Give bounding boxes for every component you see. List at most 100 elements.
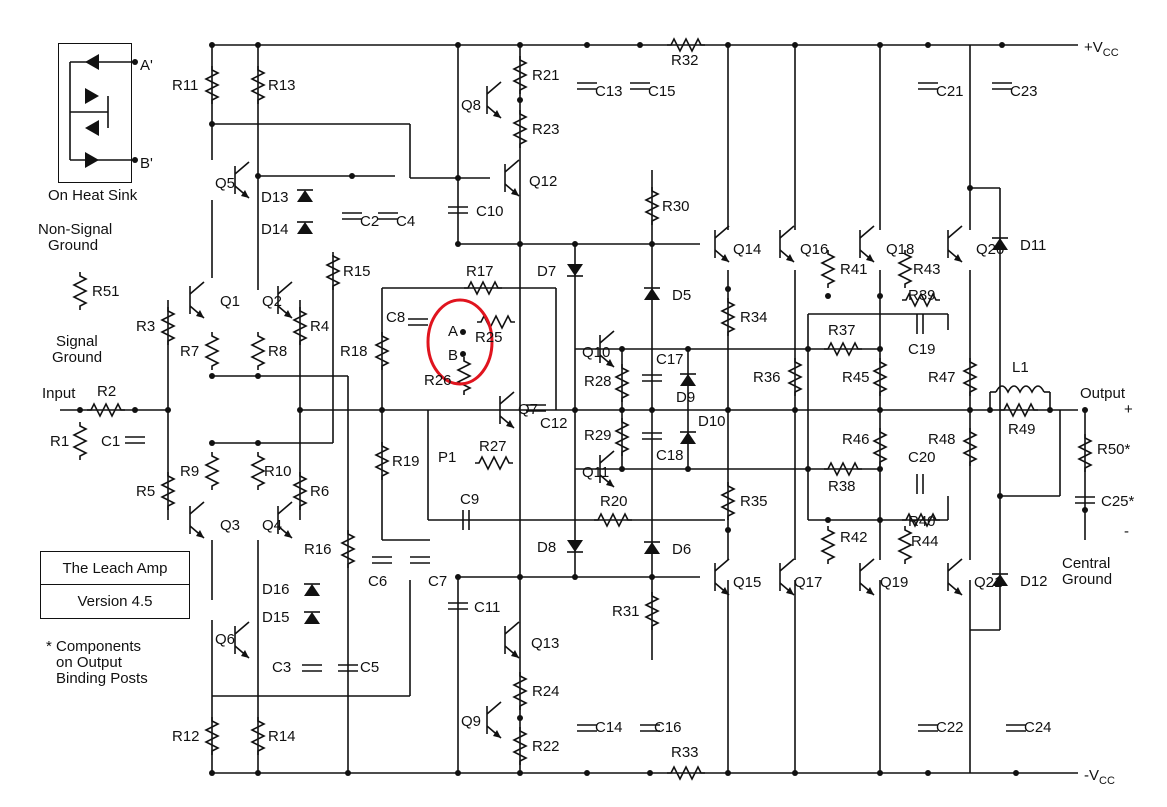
transistor-q15: [714, 558, 730, 596]
label-c5: C5: [360, 659, 379, 676]
label-c10: C10: [476, 203, 504, 220]
label-r8: R8: [268, 343, 287, 360]
vcc-pos-label: +VCC: [1084, 39, 1119, 59]
signal-ground-line-1: Signal: [56, 333, 98, 350]
title-line-2: Version 4.5: [77, 593, 153, 610]
label-r14: R14: [268, 728, 296, 745]
label-c20: C20: [908, 449, 936, 466]
label-d11: D11: [1020, 237, 1046, 254]
capacitor-c3: [302, 664, 322, 672]
diode-d7: [567, 264, 583, 277]
heat-sink-b-label: B': [140, 155, 153, 172]
capacitor-c8: [408, 318, 428, 326]
footnote: * Components on Output Binding Posts: [46, 639, 148, 687]
capacitor-c6: [372, 556, 392, 564]
capacitor-c9: [462, 510, 470, 530]
footnote-line-1: * Components: [46, 638, 142, 655]
resistor-r29: [614, 418, 630, 456]
resistor-r30: [644, 187, 660, 225]
transistor-q19: [859, 558, 875, 596]
resistor-r19: [374, 442, 390, 480]
transistor-q12: [504, 159, 520, 197]
label-r5: R5: [136, 483, 155, 500]
label-q2: Q2: [262, 293, 282, 310]
label-q13: Q13: [531, 635, 559, 652]
label-r19: R19: [392, 453, 420, 470]
label-c1: C1: [101, 433, 120, 450]
label-r31: R31: [612, 603, 640, 620]
resistor-r35: [720, 482, 736, 520]
label-q16: Q16: [800, 241, 828, 258]
label-r38: R38: [828, 478, 856, 495]
label-p1: P1: [438, 449, 456, 466]
central-ground-line-1: Central: [1062, 555, 1110, 572]
label-c9: C9: [460, 491, 479, 508]
label-r49: R49: [1008, 421, 1036, 438]
capacitor-c7: [410, 556, 430, 564]
transistor-q16: [779, 225, 795, 263]
resistor-r28: [614, 364, 630, 402]
label-r29: R29: [584, 427, 612, 444]
heat-sink-diodes: [69, 54, 138, 168]
transistor-q11: [599, 450, 615, 488]
resistor-r16: [340, 530, 356, 568]
label-r1: R1: [50, 433, 69, 450]
capacitor-c5: [338, 664, 358, 672]
label-r37: R37: [828, 322, 856, 339]
transistor-q9: [486, 701, 502, 739]
resistor-r21: [512, 56, 528, 94]
signal-ground-line-2: Ground: [52, 349, 102, 366]
diode-d14: [297, 221, 313, 234]
resistor-r34: [720, 298, 736, 336]
label-r16: R16: [304, 541, 332, 558]
resistor-r2: [87, 402, 125, 418]
footnote-line-3: Binding Posts: [56, 670, 148, 687]
diode-d15: [304, 611, 320, 624]
footnote-line-2: on Output: [56, 654, 122, 671]
diode-d1-symbol: [85, 54, 99, 70]
non-signal-ground-line-1: Non-Signal: [38, 221, 112, 238]
label-r26: R26: [424, 372, 452, 389]
label-r45: R45: [842, 369, 870, 386]
label-d6: D6: [672, 541, 691, 558]
inductor-l1-symbol: [995, 385, 1045, 394]
capacitor-c25-star: [1075, 496, 1095, 504]
label-r21: R21: [532, 67, 560, 84]
output-plus-label: +: [1124, 401, 1133, 418]
highlight-circle: [426, 298, 494, 386]
label-d14: D14: [261, 221, 289, 238]
label-d16: D16: [262, 581, 290, 598]
diode-d12: [992, 573, 1008, 586]
test-point-a-label: A: [448, 323, 458, 340]
label-c6: C6: [368, 573, 387, 590]
resistor-r9: [204, 452, 220, 490]
label-r12: R12: [172, 728, 200, 745]
capacitor-c17: [642, 374, 662, 382]
label-r3: R3: [136, 318, 155, 335]
label-c24: C24: [1024, 719, 1052, 736]
label-c7: C7: [428, 573, 447, 590]
label-c18: C18: [656, 447, 684, 464]
label-c16: C16: [654, 719, 682, 736]
capacitor-c24: [1006, 724, 1026, 732]
capacitor-c4: [378, 212, 398, 220]
resistor-r43: [897, 250, 913, 288]
label-r20: R20: [600, 493, 628, 510]
heat-sink-a-label: A': [140, 57, 153, 74]
resistor-r23: [512, 110, 528, 148]
resistor-r18: [374, 332, 390, 370]
label-c25-star: C25*: [1101, 493, 1135, 510]
label-r23: R23: [532, 121, 560, 138]
label-q21: Q21: [974, 574, 1002, 591]
capacitor-c21: [918, 82, 938, 90]
label-r46: R46: [842, 431, 870, 448]
label-q1: Q1: [220, 293, 240, 310]
capacitor-c15: [630, 82, 650, 90]
resistor-r25: [477, 314, 515, 330]
resistor-r49: [1000, 402, 1038, 418]
label-q14: Q14: [733, 241, 761, 258]
capacitor-c14: [577, 724, 597, 732]
resistor-r46: [872, 428, 888, 466]
resistor-r42: [820, 526, 836, 564]
